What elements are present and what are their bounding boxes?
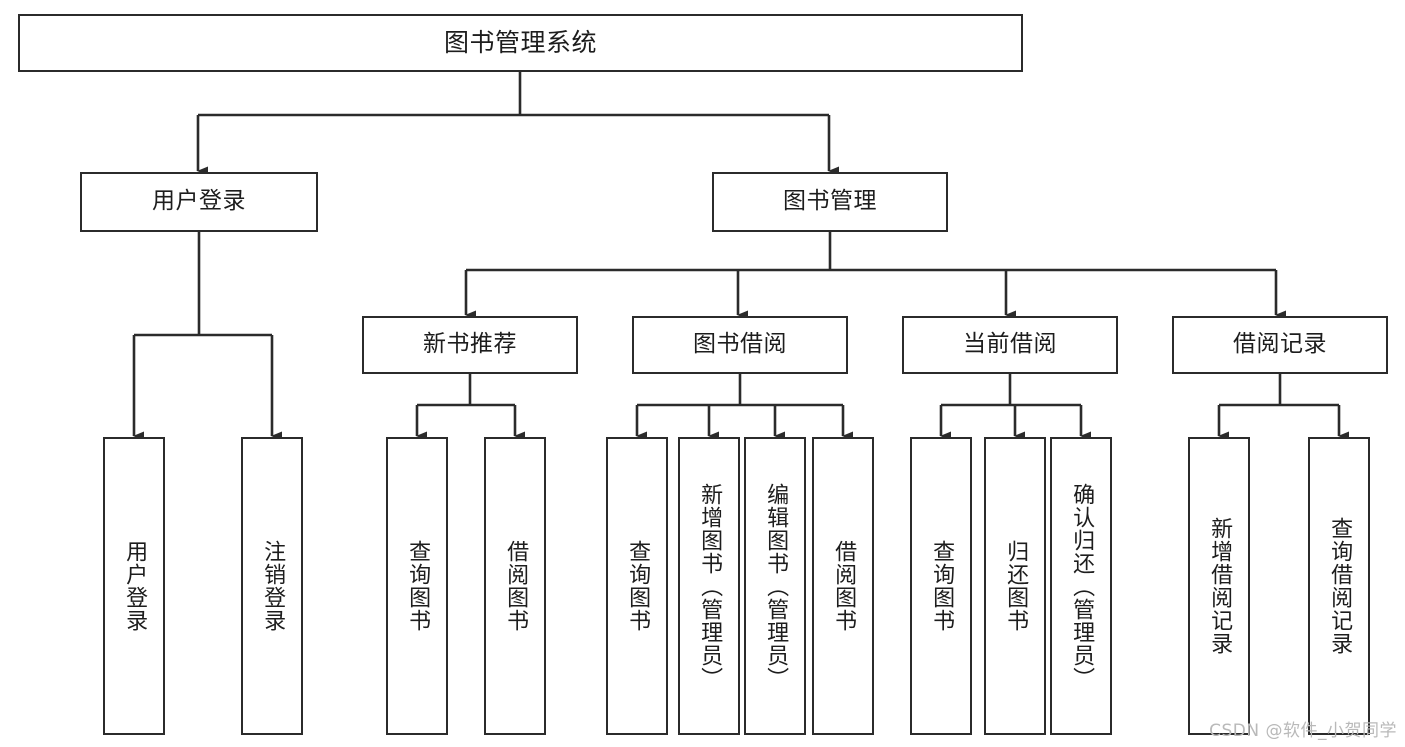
- node-user-login-label: 用户登录: [152, 188, 246, 215]
- node-leaf-user-login-label: 用户登录: [122, 540, 148, 632]
- node-system-title[interactable]: 图书管理系统: [18, 14, 1023, 72]
- node-leaf-query-book-recommend[interactable]: 查询图书: [386, 437, 448, 735]
- node-borrow-record[interactable]: 借阅记录: [1172, 316, 1388, 374]
- node-leaf-borrow-book-recommend[interactable]: 借阅图书: [484, 437, 546, 735]
- node-leaf-confirm-return-admin-label: 确认归还（管理员）: [1069, 482, 1095, 690]
- node-system-title-label: 图书管理系统: [443, 28, 597, 57]
- node-leaf-edit-book-admin[interactable]: 编辑图书（管理员）: [744, 437, 806, 735]
- node-leaf-query-book-recommend-label: 查询图书: [405, 540, 431, 632]
- node-leaf-borrow-book-label: 借阅图书: [831, 540, 857, 632]
- node-book-management-label: 图书管理: [783, 188, 877, 215]
- node-current-borrow[interactable]: 当前借阅: [902, 316, 1118, 374]
- node-leaf-add-borrow-record-label: 新增借阅记录: [1207, 517, 1233, 655]
- node-user-login[interactable]: 用户登录: [80, 172, 318, 232]
- node-leaf-user-login[interactable]: 用户登录: [103, 437, 165, 735]
- node-leaf-borrow-book[interactable]: 借阅图书: [812, 437, 874, 735]
- node-leaf-borrow-book-recommend-label: 借阅图书: [503, 540, 529, 632]
- node-leaf-add-book-admin-label: 新增图书（管理员）: [697, 482, 723, 690]
- node-leaf-query-book-borrow[interactable]: 查询图书: [606, 437, 668, 735]
- node-leaf-edit-book-admin-label: 编辑图书（管理员）: [763, 482, 789, 690]
- connector-paths: [132, 72, 1349, 441]
- node-borrow-record-label: 借阅记录: [1233, 331, 1327, 358]
- node-current-borrow-label: 当前借阅: [963, 331, 1057, 358]
- node-leaf-return-book-label: 归还图书: [1003, 540, 1029, 632]
- node-new-book-recommend-label: 新书推荐: [423, 331, 517, 358]
- node-leaf-query-book-borrow-label: 查询图书: [625, 540, 651, 632]
- node-book-borrow-label: 图书借阅: [693, 331, 787, 358]
- node-leaf-query-book-current[interactable]: 查询图书: [910, 437, 972, 735]
- node-leaf-add-book-admin[interactable]: 新增图书（管理员）: [678, 437, 740, 735]
- node-leaf-query-book-current-label: 查询图书: [929, 540, 955, 632]
- node-book-management[interactable]: 图书管理: [712, 172, 948, 232]
- node-leaf-query-borrow-record-label: 查询借阅记录: [1327, 517, 1353, 655]
- node-new-book-recommend[interactable]: 新书推荐: [362, 316, 578, 374]
- node-leaf-logout-login-label: 注销登录: [260, 540, 286, 632]
- node-leaf-query-borrow-record[interactable]: 查询借阅记录: [1308, 437, 1370, 735]
- node-leaf-confirm-return-admin[interactable]: 确认归还（管理员）: [1050, 437, 1112, 735]
- node-leaf-add-borrow-record[interactable]: 新增借阅记录: [1188, 437, 1250, 735]
- node-leaf-return-book[interactable]: 归还图书: [984, 437, 1046, 735]
- node-book-borrow[interactable]: 图书借阅: [632, 316, 848, 374]
- node-leaf-logout-login[interactable]: 注销登录: [241, 437, 303, 735]
